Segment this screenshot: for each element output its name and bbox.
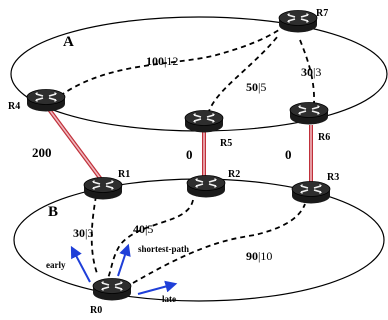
shortest-path-label: shortest-path [138,244,189,254]
router-r5[interactable] [184,109,224,134]
router-r0-label: R0 [90,305,102,316]
metric-r6-r7-separator: | [313,65,315,79]
metric-r0-r3: 90|10 [246,249,272,263]
link-r0-r3 [132,203,306,284]
metric-r0-r2: 40|5 [133,222,153,236]
router-r4-label: R4 [8,101,20,112]
router-r7[interactable] [278,9,318,34]
router-r4[interactable] [26,88,66,113]
metric-r4-r7-separator: | [164,54,166,68]
late-label: late [162,294,176,304]
metric-r5-r7-separator: | [258,80,260,94]
metric-r5-r7-primary: 50 [246,80,258,94]
metric-r6-r7-secondary: 3 [315,65,321,79]
router-r1-label: R1 [118,169,130,180]
metric-r5-r7-secondary: 5 [260,80,266,94]
late-arrow [137,280,178,295]
router-r2-label: R2 [228,169,240,180]
metric-r0-r3-secondary: 10 [260,249,272,263]
metric-r6-r3: 0 [285,147,292,162]
metric-r0-r1-primary: 30 [73,226,85,240]
path-arrows [70,243,178,295]
router-r5-label: R5 [220,138,232,149]
metric-r4-r7-primary: 100 [146,54,164,68]
metric-r0-r2-separator: | [145,222,147,236]
link-r0-r2 [107,199,194,279]
metric-r0-r2-secondary: 5 [147,222,153,236]
router-r6-label: R6 [318,132,330,143]
router-r3[interactable] [291,180,331,205]
metric-r0-r1-separator: | [85,226,87,240]
metric-r6-r7-primary: 30 [301,65,313,79]
region-a-label: A [63,34,74,50]
metric-r0-r3-separator: | [258,249,260,263]
router-r7-label: R7 [316,8,328,19]
router-r0[interactable] [92,277,132,302]
early-arrow [70,245,91,283]
router-r6[interactable] [289,101,329,126]
metric-r5-r2: 0 [186,147,193,162]
early-label: early [46,260,66,270]
metric-r0-r3-primary: 90 [246,249,258,263]
metric-r4-r7: 100|12 [146,54,178,68]
metric-r6-r7: 30|3 [301,65,321,79]
router-r1[interactable] [83,176,123,201]
router-r3-label: R3 [327,172,339,183]
dashed-links [59,25,315,284]
shortest-path-arrow [117,243,131,277]
inter-region-links [46,106,313,185]
metric-r5-r7: 50|5 [246,80,266,94]
router-r2[interactable] [186,174,226,199]
metric-r4-r1: 200 [32,145,52,160]
region-b-label: B [48,204,58,220]
metric-r0-r1: 30|3 [73,226,93,240]
link-r5-r7 [207,35,279,115]
link-r0-r1 [90,195,99,277]
metric-r0-r1-secondary: 3 [87,226,93,240]
metric-r0-r2-primary: 40 [133,222,145,236]
metric-r4-r7-secondary: 12 [166,54,178,68]
link-r4-r7 [59,25,286,97]
